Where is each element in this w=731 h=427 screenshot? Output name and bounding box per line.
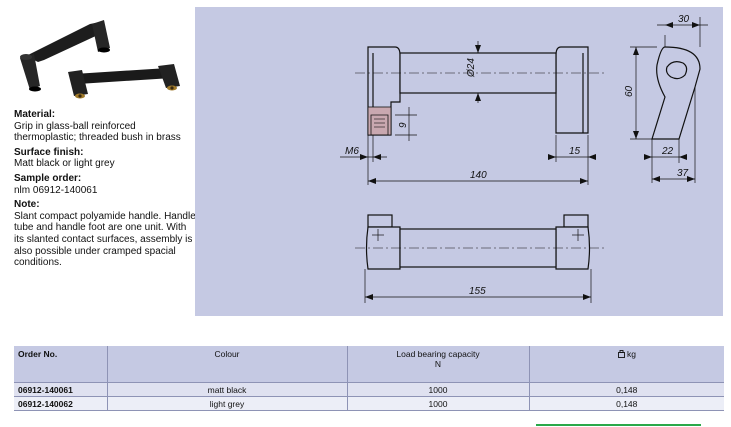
sample-order-text: nlm 06912-140061 xyxy=(14,184,98,196)
dim-30: 30 xyxy=(678,14,690,25)
cell-colour: matt black xyxy=(106,382,347,397)
note-heading: Note: xyxy=(14,199,40,211)
header-weight: kg xyxy=(528,346,724,383)
dim-60: 60 xyxy=(624,85,635,97)
cell-load: 1000 xyxy=(346,382,529,397)
header-load-unit: N xyxy=(434,359,442,369)
material-text: Grip in glass-ball reinforced thermoplas… xyxy=(14,120,181,144)
dimension-arrows xyxy=(360,22,700,300)
cell-order-no: 06912-140062 xyxy=(14,396,107,411)
technical-drawing: Ø24 9 M6 15 140 30 60 22 37 155 xyxy=(195,7,723,316)
cell-weight: 0,148 xyxy=(528,396,724,411)
note-text: Slant compact polyamide handle. Handle t… xyxy=(14,210,196,269)
dim-diameter-24: Ø24 xyxy=(466,58,477,78)
top-view xyxy=(355,214,605,303)
table-row: 06912-140062 light grey 1000 0,148 xyxy=(14,396,724,411)
product-info: Material: Grip in glass-ball reinforced … xyxy=(14,109,199,269)
table-header-row: Order No. Colour Load bearing capacity N… xyxy=(14,346,724,383)
cell-order-no: 06912-140061 xyxy=(14,382,107,397)
cell-weight: 0,148 xyxy=(528,382,724,397)
dim-9: 9 xyxy=(398,122,409,128)
dim-22: 22 xyxy=(661,146,674,157)
front-view xyxy=(355,46,605,136)
accent-line xyxy=(536,424,701,426)
material-heading: Material: xyxy=(14,109,56,120)
dim-140: 140 xyxy=(470,170,487,181)
dim-37: 37 xyxy=(677,168,689,179)
header-colour: Colour xyxy=(106,346,347,383)
sample-order-heading: Sample order: xyxy=(14,172,82,184)
handle-photo-upper xyxy=(20,20,110,92)
header-load: Load bearing capacity N xyxy=(346,346,529,383)
header-order-no: Order No. xyxy=(14,346,107,383)
side-view xyxy=(630,17,708,183)
cell-load: 1000 xyxy=(346,396,529,411)
handle-photo-lower xyxy=(68,64,180,99)
drawing-canvas: Ø24 9 M6 15 140 30 60 22 37 155 xyxy=(340,14,708,303)
table-row: 06912-140061 matt black 1000 0,148 xyxy=(14,382,724,397)
cell-colour: light grey xyxy=(106,396,347,411)
dim-m6: M6 xyxy=(345,146,359,157)
weight-icon xyxy=(617,350,625,358)
surface-finish-heading: Surface finish: xyxy=(14,146,84,158)
order-table: Order No. Colour Load bearing capacity N… xyxy=(14,346,724,411)
surface-finish-text: Matt black or light grey xyxy=(14,158,115,170)
product-photo xyxy=(20,20,180,99)
header-load-label: Load bearing capacity xyxy=(396,349,480,359)
header-weight-unit: kg xyxy=(626,349,636,359)
dim-155: 155 xyxy=(469,286,486,297)
dim-15: 15 xyxy=(569,146,581,157)
